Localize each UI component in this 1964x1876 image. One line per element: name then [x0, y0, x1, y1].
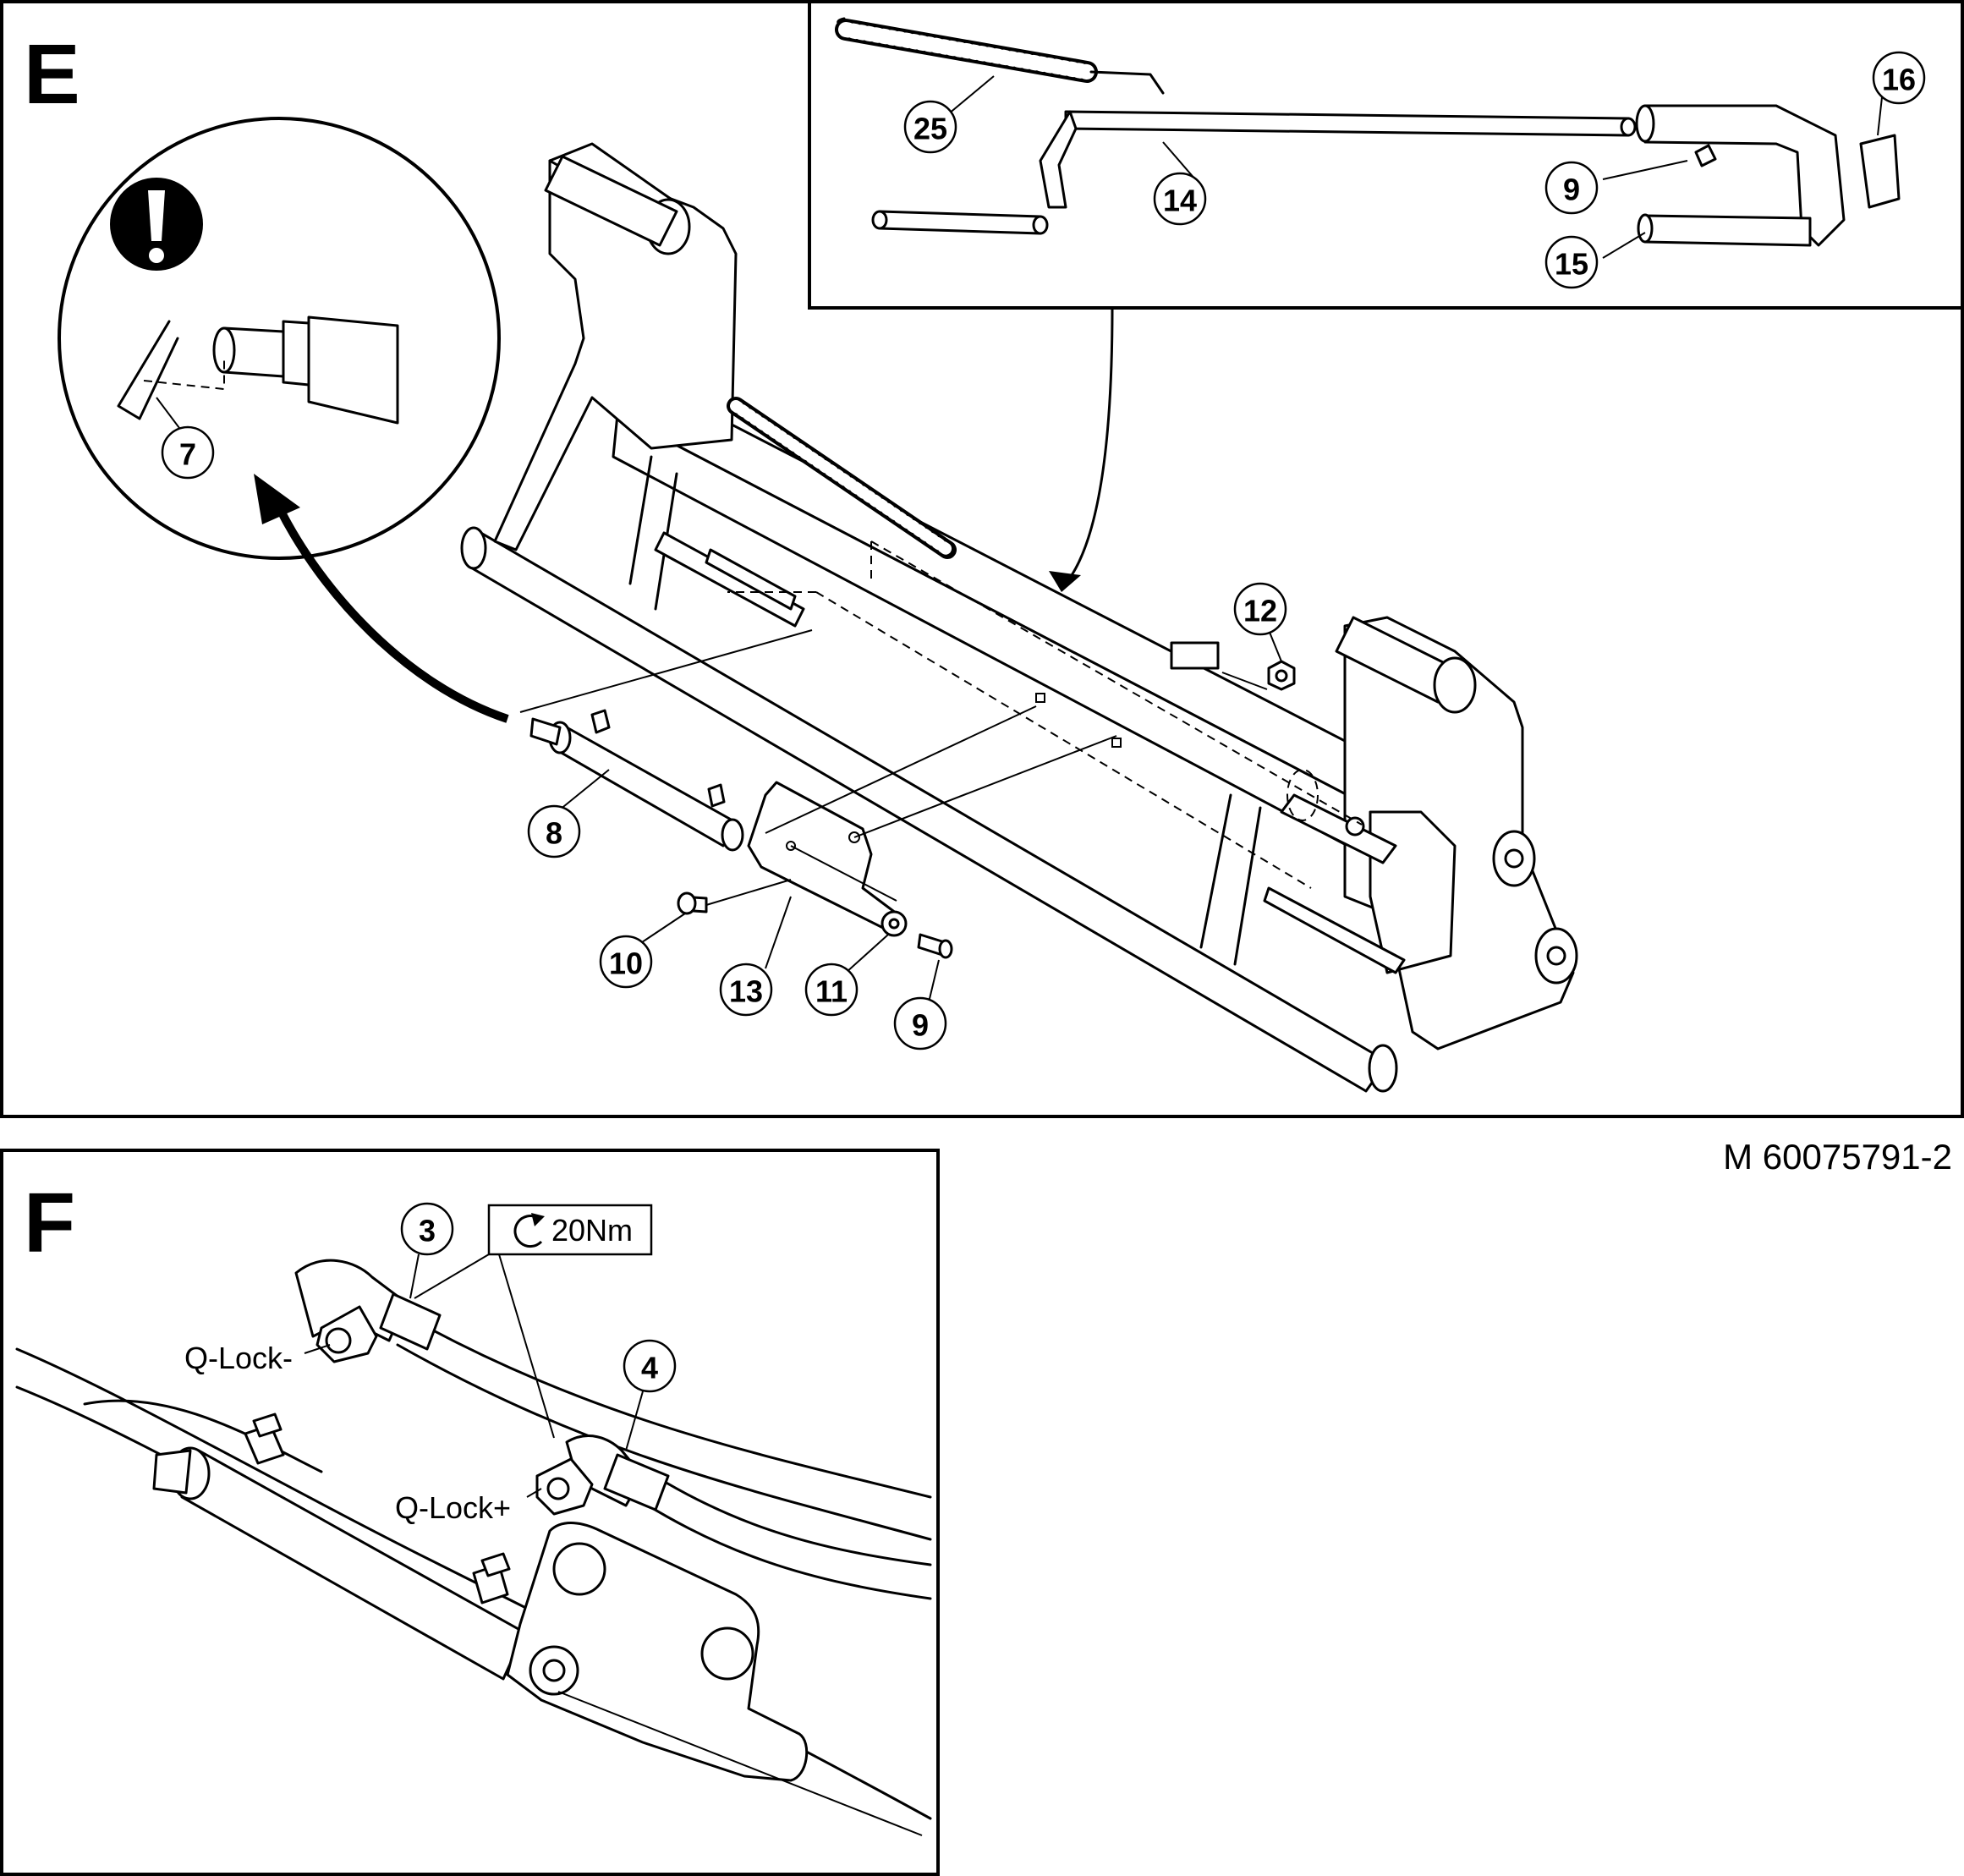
panel-f-letter: F: [24, 1176, 75, 1270]
svg-text:3: 3: [419, 1214, 436, 1248]
q-lock-plus-label: Q-Lock+: [395, 1490, 511, 1525]
callout-3: 3: [400, 1202, 454, 1256]
svg-text:13: 13: [729, 974, 763, 1009]
svg-text:12: 12: [1243, 594, 1277, 628]
inset-arrow: [1064, 306, 1114, 585]
callout-15: 15: [1544, 235, 1599, 289]
svg-text:11: 11: [815, 974, 848, 1009]
svg-text:9: 9: [1563, 173, 1580, 207]
exploded-parts: 12 8 10 13 11 9: [519, 582, 1296, 1050]
spring-part: [835, 17, 1165, 95]
svg-text:9: 9: [912, 1008, 929, 1043]
inset-detail-box: 25 14 16 9 15: [808, 0, 1964, 310]
latch-bracket-part: [1635, 104, 1901, 247]
q-lock-minus-label: Q-Lock-: [184, 1341, 293, 1375]
callout-9-inset: 9: [1544, 161, 1599, 215]
svg-text:7: 7: [179, 437, 196, 472]
svg-text:16: 16: [1882, 63, 1916, 97]
torque-box: 20Nm: [414, 1204, 653, 1439]
callout-8: 8: [527, 804, 581, 858]
callout-9: 9: [893, 996, 947, 1050]
callout-10: 10: [599, 935, 653, 989]
svg-text:20Nm: 20Nm: [551, 1213, 633, 1248]
callout-12: 12: [1233, 582, 1287, 636]
panel-f: F 3 4: [0, 1149, 940, 1876]
svg-text:10: 10: [609, 946, 643, 981]
mounting-frame: [460, 142, 1578, 1093]
callout-4: 4: [623, 1339, 677, 1393]
exclamation-icon: [110, 178, 203, 271]
panel-e: E: [0, 0, 1964, 1118]
callout-11: 11: [804, 963, 859, 1017]
rod-part: [871, 110, 1637, 235]
callout-16: 16: [1872, 51, 1926, 105]
callout-7: 7: [161, 425, 215, 480]
callout-25: 25: [903, 100, 957, 154]
torque-rotation-icon: [513, 1213, 545, 1248]
detail-circle: 7: [58, 117, 501, 560]
panel-e-letter: E: [24, 27, 80, 122]
document-number: M 60075791-2: [1723, 1137, 1952, 1177]
svg-text:4: 4: [641, 1351, 658, 1385]
svg-text:14: 14: [1163, 184, 1197, 218]
svg-text:25: 25: [913, 112, 947, 146]
callout-13: 13: [719, 963, 773, 1017]
svg-text:15: 15: [1555, 247, 1588, 282]
svg-text:8: 8: [546, 816, 562, 851]
callout-14: 14: [1153, 172, 1207, 226]
